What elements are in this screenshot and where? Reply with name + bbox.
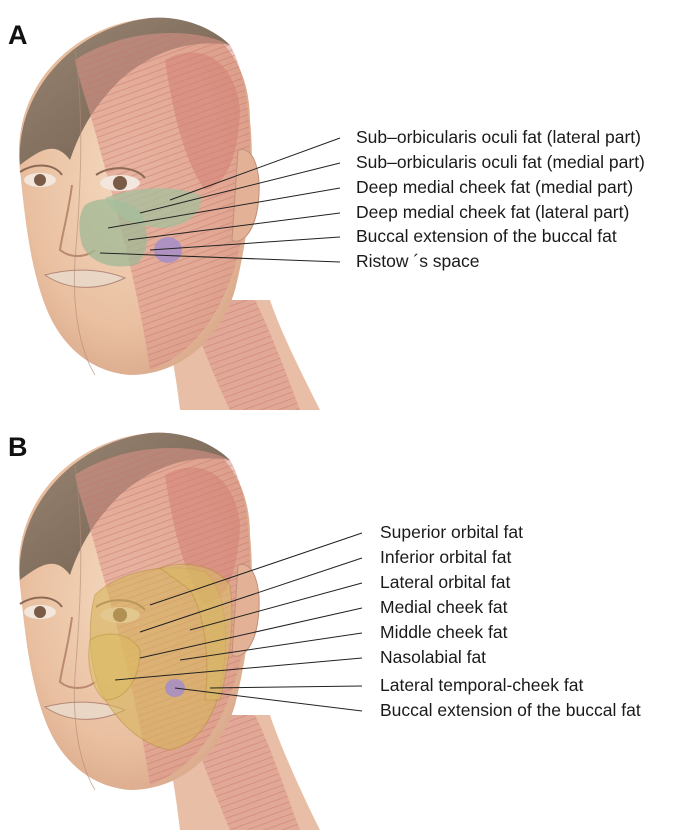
label-b-nasolabial: Nasolabial fat (380, 647, 486, 667)
label-b-lateral-temporal-cheek: Lateral temporal-cheek fat (380, 675, 583, 695)
label-b-medial-cheek: Medial cheek fat (380, 597, 507, 617)
head-illustration-b (19, 433, 320, 830)
label-a-deep-medial-cheek-lateral: Deep medial cheek fat (lateral part) (356, 202, 629, 222)
label-b-inferior-orbital: Inferior orbital fat (380, 547, 511, 567)
label-b-superior-orbital: Superior orbital fat (380, 522, 523, 542)
label-b-lateral-orbital: Lateral orbital fat (380, 572, 510, 592)
label-a-deep-medial-cheek-medial: Deep medial cheek fat (medial part) (356, 177, 633, 197)
label-b-middle-cheek: Middle cheek fat (380, 622, 507, 642)
label-a-soof-lateral: Sub–orbicularis oculi fat (lateral part) (356, 127, 641, 147)
head-illustration-a (19, 18, 320, 410)
label-a-buccal-extension: Buccal extension of the buccal fat (356, 226, 617, 246)
label-a-ristows-space: Ristow ´s space (356, 251, 480, 271)
label-b-buccal-extension: Buccal extension of the buccal fat (380, 700, 641, 720)
label-a-soof-medial: Sub–orbicularis oculi fat (medial part) (356, 152, 645, 172)
